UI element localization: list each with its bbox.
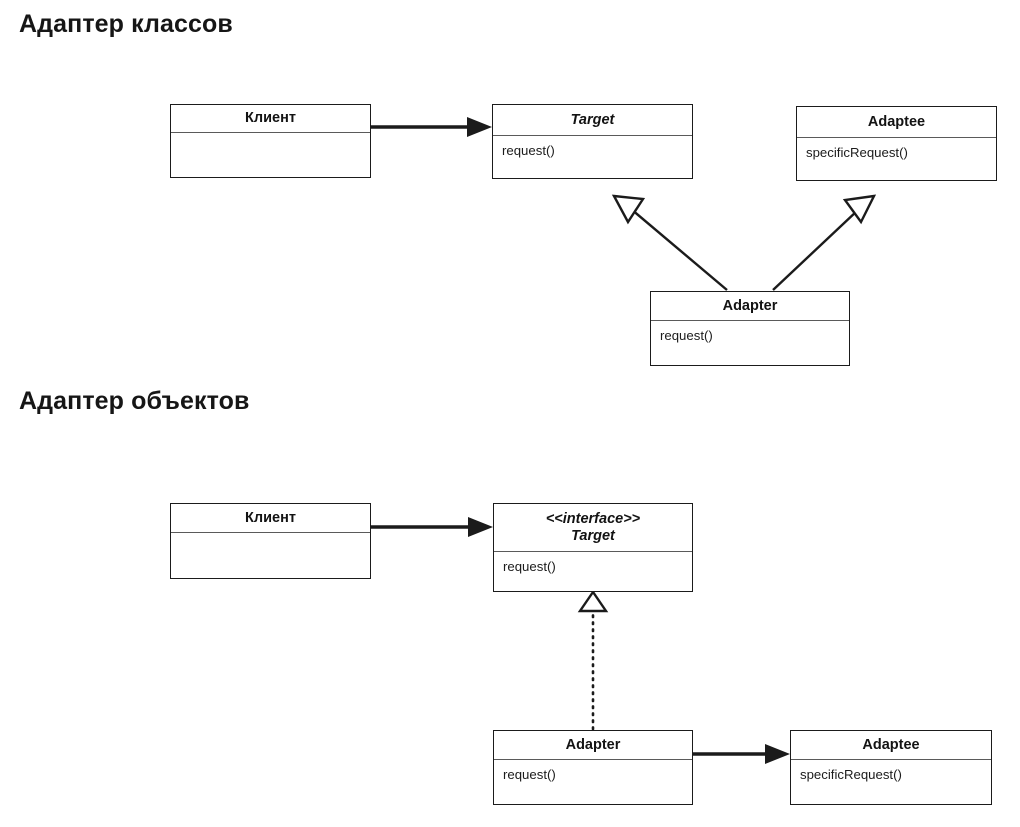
uml-class-adapter-2[interactable]: Adapter request() (493, 730, 693, 805)
uml-class-members-adapter-2: request() (503, 767, 556, 782)
uml-class-name-client-1: Клиент (171, 105, 370, 133)
relation-client-to-target-1 (371, 117, 492, 137)
uml-class-members-client-2 (171, 533, 370, 578)
uml-class-adapter-1[interactable]: Adapter request() (650, 291, 850, 366)
uml-class-name-client-2: Клиент (171, 504, 370, 533)
uml-class-client-1[interactable]: Клиент (170, 104, 371, 178)
uml-interface-target-2[interactable]: <<interface>> Target request() (493, 503, 693, 592)
uml-class-adaptee-2[interactable]: Adaptee specificRequest() (790, 730, 992, 805)
relation-adapter-to-adaptee-generalization (772, 194, 877, 291)
uml-class-members-adaptee-1: specificRequest() (806, 145, 908, 160)
uml-class-name-adaptee-2: Adaptee (791, 731, 991, 760)
relation-client-to-target-2 (371, 517, 493, 537)
uml-class-target-1[interactable]: Target request() (492, 104, 693, 179)
uml-interface-header-target-2: <<interface>> Target (494, 504, 692, 552)
uml-class-members-target-2: request() (503, 559, 556, 574)
uml-class-name-target-1: Target (493, 105, 692, 136)
relation-adapter-to-adaptee-association (693, 744, 790, 764)
section-title-object-adapter: Адаптер объектов (19, 387, 250, 415)
uml-class-members-adaptee-2: specificRequest() (800, 767, 902, 782)
section-title-class-adapter: Адаптер классов (19, 10, 233, 38)
uml-class-name-adapter-1: Adapter (651, 292, 849, 321)
uml-class-members-client-1 (171, 133, 370, 177)
uml-class-members-adapter-1: request() (660, 328, 713, 343)
uml-class-adaptee-1[interactable]: Adaptee specificRequest() (796, 106, 997, 181)
uml-class-name-adapter-2: Adapter (494, 731, 692, 760)
uml-class-client-2[interactable]: Клиент (170, 503, 371, 579)
relation-adapter-to-target-generalization (611, 194, 728, 291)
uml-class-name-target-2: Target (571, 527, 615, 544)
uml-class-members-target-1: request() (502, 143, 555, 158)
uml-class-name-adaptee-1: Adaptee (797, 107, 996, 138)
relation-adapter-to-target-realization (577, 589, 609, 731)
uml-stereotype-label: <<interface>> (545, 510, 641, 527)
